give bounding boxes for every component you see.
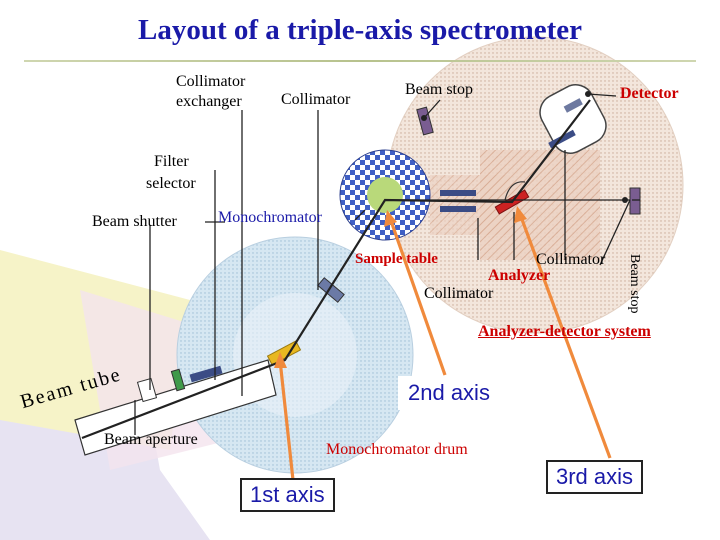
leader-dot-1: [421, 115, 427, 121]
label-beam-stop-top: Beam stop: [405, 81, 473, 98]
axis-2nd: 2nd axis: [398, 376, 500, 410]
label-beam-shutter: Beam shutter: [92, 213, 177, 230]
axis-3rd: 3rd axis: [546, 460, 644, 494]
beam-tube-block-2: [170, 368, 186, 392]
label-analyzer: Analyzer: [488, 267, 551, 284]
title-divider: [24, 60, 696, 62]
beam-tube-block-1: [136, 377, 158, 403]
label-collimator-sample: Collimator: [424, 285, 494, 302]
label-analyzer-detector-system: Analyzer-detector system: [478, 323, 651, 340]
label-filter-selector-1: Filter: [154, 153, 189, 170]
axis-arrows: [278, 213, 612, 481]
label-collimator: Collimator: [281, 91, 351, 108]
leader-dot-2: [585, 91, 591, 97]
beam-tube-inner: [189, 365, 223, 383]
sample-collimator-2: [440, 206, 476, 212]
analyzer-arc: [504, 181, 526, 201]
detector-collimator: [548, 129, 576, 149]
label-monochromator: Monochromator: [218, 209, 322, 226]
leader-dot-3: [622, 197, 628, 203]
label-collimator-exchanger-2: exchanger: [176, 93, 242, 110]
label-detector: Detector: [620, 85, 679, 102]
arrow-head-2nd: [384, 210, 397, 227]
arrow-head-1st: [274, 352, 287, 368]
axis-1st: 1st axis: [240, 478, 335, 512]
label-collimator-exchanger-1: Collimator: [176, 73, 246, 90]
collimator-block: [317, 277, 345, 303]
leader-lines: [134, 93, 640, 435]
label-beam-stop-side: Beam stop: [627, 254, 642, 314]
page-title: Layout of a triple-axis spectrometer: [137, 14, 583, 46]
label-monochromator-drum: Monochromator drum: [326, 441, 468, 458]
analyzer-detector-housing-2: [430, 175, 510, 235]
beam-stop-side-block: [629, 187, 641, 215]
label-beam-aperture: Beam aperture: [104, 431, 198, 448]
label-sample-table: Sample table: [355, 251, 438, 267]
arrow-head-3rd: [514, 206, 527, 223]
label-filter-selector-2: selector: [146, 175, 196, 192]
sample-table-core: [367, 177, 403, 213]
label-collimator-analyzer: Collimator: [536, 251, 606, 268]
beam-stop-top-block: [416, 106, 434, 136]
sample-collimator-1: [440, 190, 476, 196]
detector-tube: [563, 98, 583, 113]
